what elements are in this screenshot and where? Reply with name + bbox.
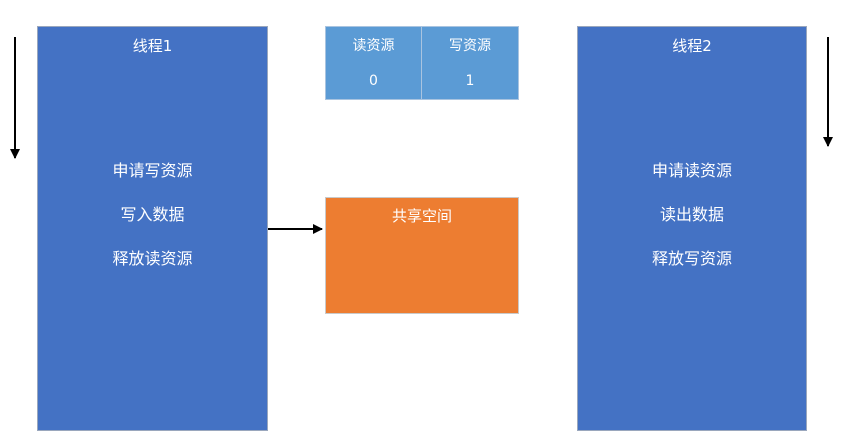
thread1-step-request-write: 申请写资源: [112, 161, 193, 180]
thread2-step-release-write: 释放写资源: [651, 249, 732, 268]
shared-space-title: 共享空间: [391, 207, 452, 225]
thread1-step-release-read: 释放读资源: [112, 249, 193, 268]
read-resource-value: 0: [326, 63, 422, 99]
write-resource-value: 1: [465, 73, 475, 89]
shared-space-box: 共享空间: [325, 197, 519, 314]
thread2-step-read-data: 读出数据: [659, 205, 724, 224]
read-resource-label: 读资源: [326, 27, 422, 63]
resource-table: 读资源 写资源 0 1: [325, 26, 519, 100]
thread2-step-request-read: 申请读资源: [651, 161, 732, 180]
thread1-box: 线程1 申请写资源 写入数据 释放读资源: [37, 26, 268, 431]
thread2-box: 线程2 申请读资源 读出数据 释放写资源: [577, 26, 807, 431]
thread1-title: 线程1: [132, 37, 173, 55]
write-resource-label: 写资源: [449, 38, 491, 54]
thread2-steps: 申请读资源 读出数据 释放写资源: [578, 160, 806, 292]
thread1-steps: 申请写资源 写入数据 释放读资源: [38, 160, 267, 292]
thread2-title: 线程2: [672, 37, 712, 55]
thread1-step-write-data: 写入数据: [120, 205, 185, 224]
